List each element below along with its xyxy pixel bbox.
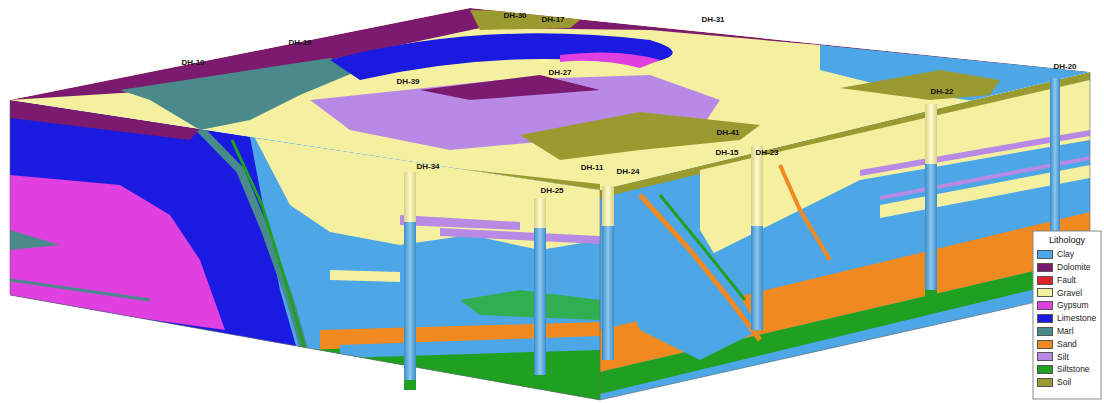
legend-item: Limestone <box>1037 314 1096 323</box>
legend-item: Gravel <box>1037 288 1082 297</box>
borehole-columns <box>404 172 416 222</box>
left-face <box>10 280 150 300</box>
block-edges <box>10 72 1090 400</box>
left-face <box>460 290 600 320</box>
borehole-label: DH-31 <box>701 16 724 24</box>
borehole-label: DH-23 <box>755 149 778 157</box>
legend-swatch <box>1037 288 1053 297</box>
legend-item: Dolomite <box>1037 263 1091 272</box>
block-edges <box>600 190 601 400</box>
legend-swatch <box>1037 250 1053 259</box>
left-face <box>330 270 400 282</box>
legend-swatch <box>1037 352 1053 361</box>
legend-item: Clay <box>1037 250 1074 259</box>
top-face <box>560 52 660 68</box>
legend-frame <box>1033 231 1101 399</box>
legend-item: Fault <box>1037 276 1076 285</box>
legend-text: Gravel <box>1057 289 1082 298</box>
left-face <box>10 230 60 250</box>
borehole-columns <box>534 375 546 386</box>
borehole-label: DH-25 <box>540 187 563 195</box>
legend-swatch <box>1037 340 1053 349</box>
borehole-label: DH-30 <box>503 12 526 20</box>
borehole-label: DH-20 <box>1053 63 1076 71</box>
legend-text: Fault <box>1057 276 1076 285</box>
legend-text: Siltstone <box>1057 365 1090 374</box>
legend-swatch <box>1037 301 1053 310</box>
legend-text: Marl <box>1057 327 1074 336</box>
legend-swatch <box>1037 314 1053 323</box>
legend-text: Gypsum <box>1057 301 1089 310</box>
borehole-columns <box>751 146 763 226</box>
borehole-columns <box>404 78 1060 390</box>
left-face <box>340 336 600 358</box>
right-face <box>640 195 760 340</box>
legend-title: Lithology <box>1049 236 1085 245</box>
legend-swatch <box>1037 276 1053 285</box>
left-face <box>10 175 225 330</box>
legend-item: Marl <box>1037 327 1074 336</box>
borehole-columns <box>925 104 937 164</box>
top-face <box>330 33 673 80</box>
borehole-label: DH-34 <box>416 163 439 171</box>
borehole-columns <box>534 198 546 386</box>
legend-text: Soil <box>1057 378 1071 387</box>
borehole-columns <box>404 380 416 390</box>
borehole-label: DH-11 <box>581 164 604 172</box>
legend-swatch <box>1037 378 1053 387</box>
top-face <box>820 45 1090 105</box>
borehole-label: DH-15 <box>715 149 738 157</box>
borehole-label: DH-39 <box>396 78 419 86</box>
borehole-label: DH-24 <box>616 168 639 176</box>
legend-text: Sand <box>1057 340 1077 349</box>
block-edges <box>10 72 1090 400</box>
borehole-label: DH-22 <box>930 88 953 96</box>
borehole-label: DH-29 <box>288 39 311 47</box>
borehole-label: DH-41 <box>716 129 739 137</box>
borehole-columns <box>602 186 614 226</box>
top-face <box>470 10 590 30</box>
legend-text: Limestone <box>1057 314 1096 323</box>
borehole-label: DH-19 <box>181 59 204 67</box>
legend-text: Silt <box>1057 353 1069 362</box>
legend-text: Dolomite <box>1057 263 1091 272</box>
legend-swatch <box>1037 327 1053 336</box>
legend-item: Sand <box>1037 340 1077 349</box>
top-face <box>420 75 600 100</box>
borehole-label: DH-27 <box>548 69 571 77</box>
legend-item: Siltstone <box>1037 365 1090 374</box>
borehole-columns <box>404 172 416 390</box>
legend-swatch <box>1037 365 1053 374</box>
legend-text: Clay <box>1057 250 1074 259</box>
legend-swatch <box>1037 263 1053 272</box>
right-face <box>660 195 745 300</box>
right-face <box>780 165 830 260</box>
left-face <box>440 228 600 244</box>
top-face <box>520 112 760 160</box>
borehole-label: DH-17 <box>541 16 564 24</box>
borehole-columns <box>534 198 546 228</box>
legend-item: Soil <box>1037 378 1071 387</box>
borehole-columns <box>925 290 937 300</box>
right-face <box>600 230 760 360</box>
top-face <box>120 58 360 130</box>
legend-item: Silt <box>1037 352 1069 361</box>
borehole-columns <box>602 186 614 360</box>
left-face <box>400 215 520 230</box>
borehole-columns <box>751 146 763 330</box>
top-face <box>840 70 1000 100</box>
borehole-columns <box>925 104 937 300</box>
legend-item: Gypsum <box>1037 301 1089 310</box>
